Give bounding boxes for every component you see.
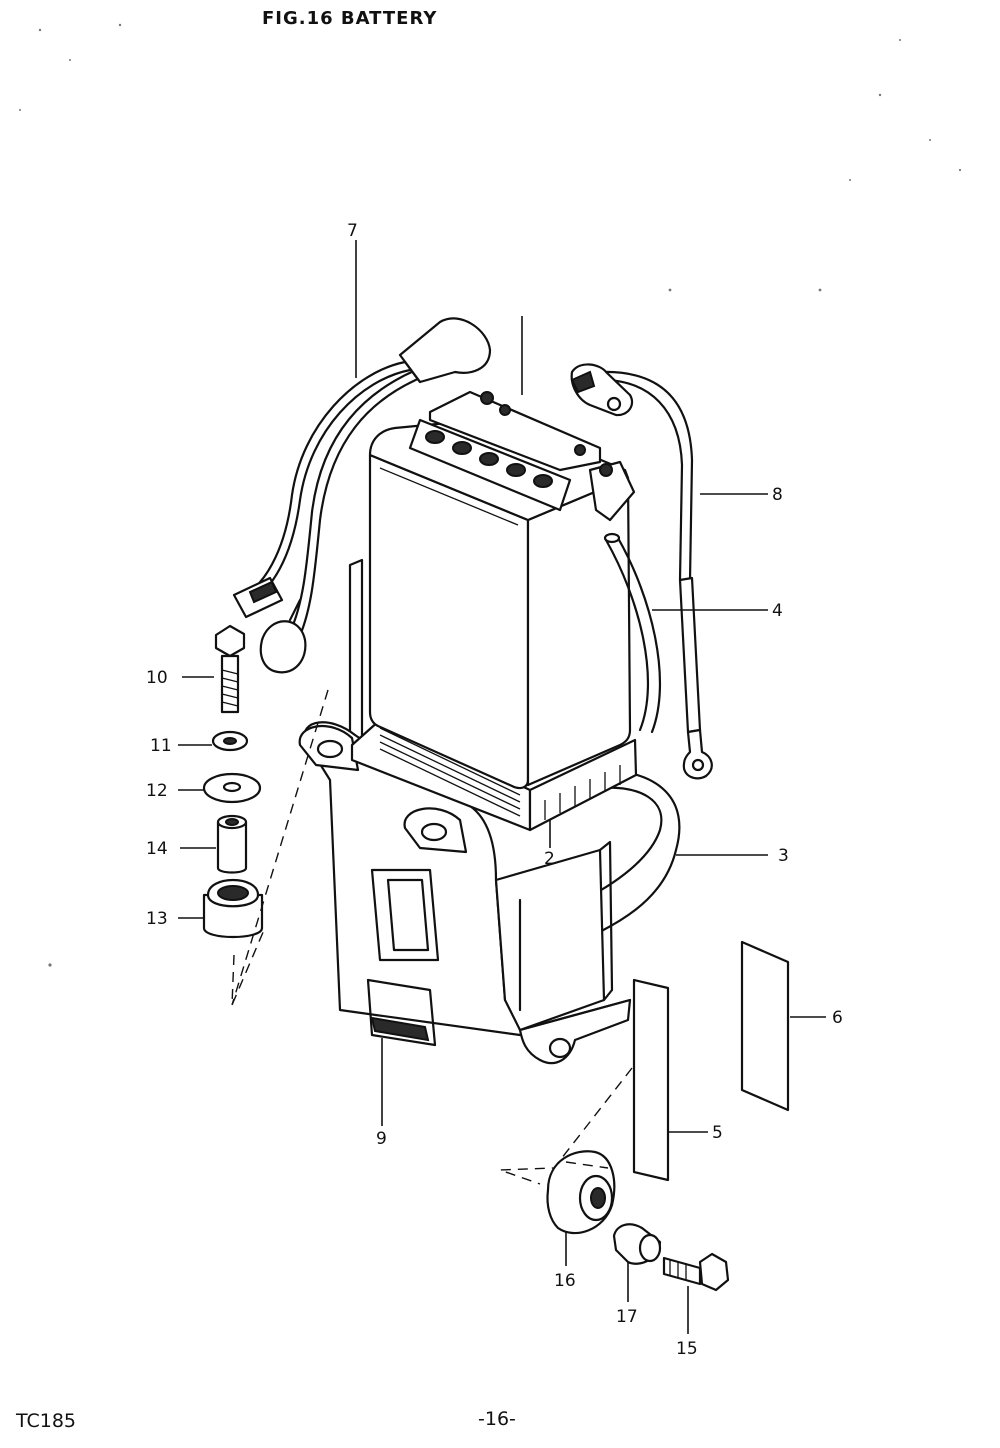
cushion-part-16 <box>546 1150 616 1235</box>
cushion-part-13 <box>202 878 264 939</box>
negative-cable <box>232 317 492 674</box>
part-label-6: 6 <box>832 1008 843 1028</box>
upper-mount-axis-2 <box>231 929 265 1006</box>
part-label-15: 15 <box>676 1339 698 1359</box>
part-label-10: 10 <box>146 668 168 688</box>
part-label-5: 5 <box>712 1123 723 1143</box>
spacer-part-14 <box>216 814 248 874</box>
part-label-9: 9 <box>376 1129 387 1149</box>
part-label-16: 16 <box>554 1271 576 1291</box>
part-label-13: 13 <box>146 909 168 929</box>
part-label-3: 3 <box>778 846 789 866</box>
part-label-8: 8 <box>772 485 783 505</box>
spacer-part-17 <box>612 1223 662 1265</box>
figure-title: FIG.16 BATTERY <box>262 8 438 29</box>
part-label-11: 11 <box>150 736 172 756</box>
part-number-labels: 7 8 4 10 11 12 14 13 2 3 6 5 9 16 17 15 … <box>146 221 843 1359</box>
model-code: TC185 <box>16 1410 77 1432</box>
lower-mount-axis-2 <box>565 1161 609 1169</box>
leader-lines <box>178 240 826 1334</box>
upper-mount-axis <box>231 689 329 1006</box>
part-label-4: 4 <box>772 601 783 621</box>
lower-mount-axis <box>499 1067 633 1185</box>
pad-part-6 <box>740 940 790 1112</box>
battery <box>368 390 636 790</box>
scan-noise <box>19 23 962 967</box>
part-label-12: 12 <box>146 781 168 801</box>
page-number: -16- <box>478 1408 516 1430</box>
bolt-part-10 <box>214 624 246 714</box>
positive-cable <box>570 363 713 780</box>
bolt-part-15 <box>662 1252 730 1292</box>
part-label-7: 7 <box>347 221 358 241</box>
lock-washer-part-11 <box>211 730 249 752</box>
battery-holder <box>298 558 632 1065</box>
pad-part-5 <box>632 978 670 1182</box>
washer-part-12 <box>202 772 262 804</box>
part-label-17: 17 <box>616 1307 638 1327</box>
breather-tube <box>603 532 662 734</box>
part-label-14: 14 <box>146 839 168 859</box>
part-label-2: 2 <box>544 849 555 869</box>
